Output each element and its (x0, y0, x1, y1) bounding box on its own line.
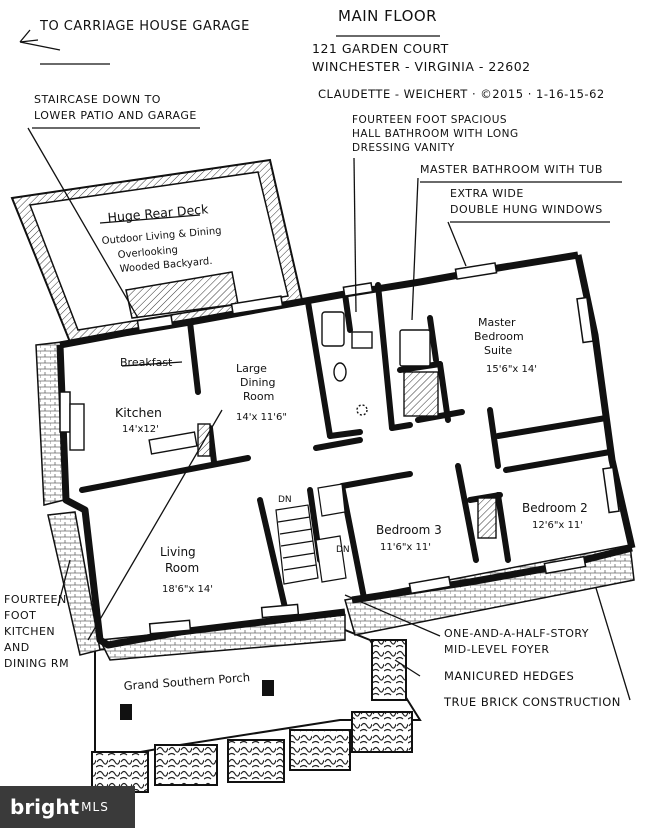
hedges-note: Manicured Hedges (444, 669, 575, 683)
kitchen-counters (69, 403, 211, 457)
interior-walls (79, 282, 613, 615)
porch-column (262, 680, 274, 696)
living-size: 18'6"x 14' (162, 584, 213, 595)
title-underlines (32, 35, 622, 367)
dining-line2: Dining (240, 376, 276, 389)
dining-size: 14'x 11'6" (236, 412, 287, 423)
porch-column (120, 704, 132, 720)
brand-name: bright (10, 795, 80, 819)
leader-lines (19, 29, 631, 701)
tub (399, 329, 431, 367)
foyer-note-line2: Mid-Level Foyer (444, 643, 550, 656)
kitchen-ceiling-note-line3: Kitchen (4, 625, 56, 638)
kitchen-ceiling-note-line4: and (4, 641, 30, 654)
kitchen-ceiling-note-line5: Dining Rm (4, 657, 70, 670)
hall-bath-note-line2: Hall Bathroom with Long (352, 128, 519, 140)
manicured-hedges (91, 639, 413, 793)
windows (59, 262, 620, 635)
breakfast-label: Breakfast (120, 356, 173, 369)
vanity (321, 311, 345, 347)
living-line2: Room (165, 561, 199, 575)
staircase-note-line2: Lower Patio and Garage (34, 109, 197, 122)
staircase-note-line1: Staircase Down to (34, 93, 161, 106)
kitchen-ceiling-note-line1: Fourteen (4, 593, 67, 606)
hall-bath-note-line3: Dressing Vanity (352, 142, 455, 154)
bedroom3-label: Bedroom 3 (376, 523, 442, 537)
master-bath-note: Master Bathroom with Tub (420, 163, 603, 176)
foyer-stairs (275, 483, 347, 585)
address-line1: 121 Garden Court (312, 41, 449, 56)
carriage-house-note: To Carriage House Garage (40, 19, 250, 34)
foyer-note-line1: One-and-a-Half-Story (444, 627, 590, 640)
down-label: DN (336, 545, 350, 555)
down-label: DN (278, 495, 292, 505)
master-line1: Master (478, 316, 516, 329)
master-line3: Suite (484, 344, 512, 357)
windows-note-line1: Extra Wide (450, 187, 524, 200)
rear-deck (10, 158, 304, 344)
dining-line3: Room (243, 390, 274, 403)
master-line2: Bedroom (474, 330, 524, 343)
toilet (333, 362, 347, 382)
kitchen-ceiling-note-line2: Foot (4, 609, 37, 622)
bath-fixtures (321, 311, 497, 539)
sink (351, 331, 373, 349)
kitchen-label: Kitchen (115, 405, 162, 420)
bedroom2-label: Bedroom 2 (522, 501, 588, 515)
kitchen-size: 14'x12' (122, 424, 159, 435)
dining-line1: Large (236, 362, 267, 375)
hall-bath-note-line1: Fourteen Foot Spacious (352, 114, 508, 126)
bedroom3-size: 11'6"x 11' (380, 542, 431, 553)
living-line1: Living (160, 545, 196, 559)
artist-credit: Claudette - Weichert · ©2015 · 1-16-15-6… (318, 87, 605, 101)
brand-suffix: MLS (81, 800, 109, 814)
closet (477, 497, 497, 539)
windows-note-line2: Double Hung Windows (450, 203, 603, 216)
page-title: Main Floor (338, 7, 438, 25)
master-size: 15'6"x 14' (486, 364, 537, 375)
address-line2: Winchester - Virginia - 22602 (312, 59, 531, 74)
closet (403, 371, 439, 417)
brightmls-watermark: bright MLS (0, 786, 135, 828)
bedroom2-size: 12'6"x 11' (532, 520, 583, 531)
deck-line2: Overlooking (117, 245, 178, 261)
brick-note: True Brick Construction (444, 695, 621, 709)
